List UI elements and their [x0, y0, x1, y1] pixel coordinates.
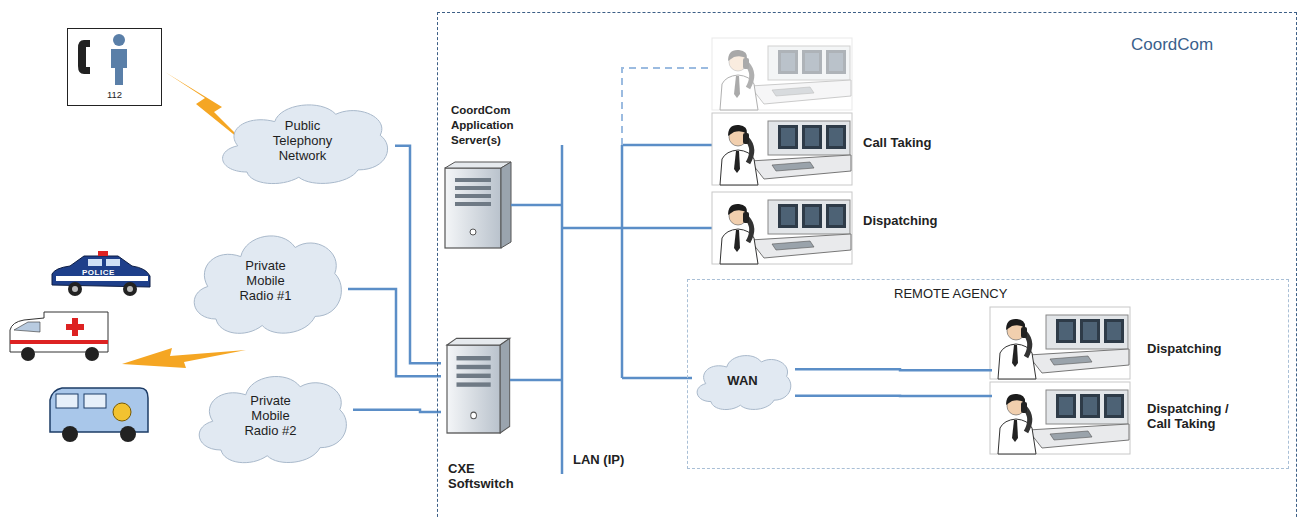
node-label: REMOTE AGENCY	[894, 286, 1007, 301]
node-label: WAN	[727, 373, 757, 388]
node-label: Public Telephony Network	[255, 118, 350, 163]
softswitch-node: CXE Softswitch	[441, 339, 536, 501]
node-label: 112	[68, 87, 161, 102]
node-label: Dispatching	[863, 213, 937, 228]
agency-boundary: REMOTE AGENCY WAN DispatchingDispatching /…	[687, 279, 1289, 469]
network-cloud: Public Telephony Network	[210, 88, 395, 193]
network-cloud: WAN	[690, 344, 795, 416]
workstation: Dispatching	[713, 191, 963, 265]
connector	[348, 289, 441, 376]
server-node: CoordCom Application Server(s)	[441, 101, 541, 251]
vehicle-marking: POLICE	[82, 268, 115, 277]
phone-box: 112	[67, 28, 162, 106]
node-label: Dispatching / Call Taking	[1147, 401, 1247, 431]
network-cloud: Private Mobile Radio #1	[183, 215, 348, 345]
node-label: CXE Softswitch	[448, 461, 528, 491]
workstation: Dispatching	[992, 308, 1252, 382]
node-label: Call Taking	[863, 135, 931, 150]
network-cloud: Private Mobile Radio #2	[188, 358, 353, 473]
connector	[395, 146, 441, 364]
node-label: CoordCom	[1131, 35, 1213, 55]
node-label: Dispatching	[1147, 341, 1221, 356]
node-label: Private Mobile Radio #2	[235, 393, 307, 438]
node-label: CoordCom Application Server(s)	[451, 103, 543, 148]
connector	[795, 368, 992, 371]
system-boundary: CoordComCoordCom Application Server(s) CX…	[437, 12, 1297, 517]
connector	[353, 410, 441, 412]
workstation: Call Taking	[713, 113, 963, 187]
node-label: Private Mobile Radio #1	[230, 258, 302, 303]
workstation: Dispatching / Call Taking	[992, 382, 1252, 456]
bus-label: LAN (IP)	[573, 452, 624, 467]
connector	[795, 395, 992, 398]
